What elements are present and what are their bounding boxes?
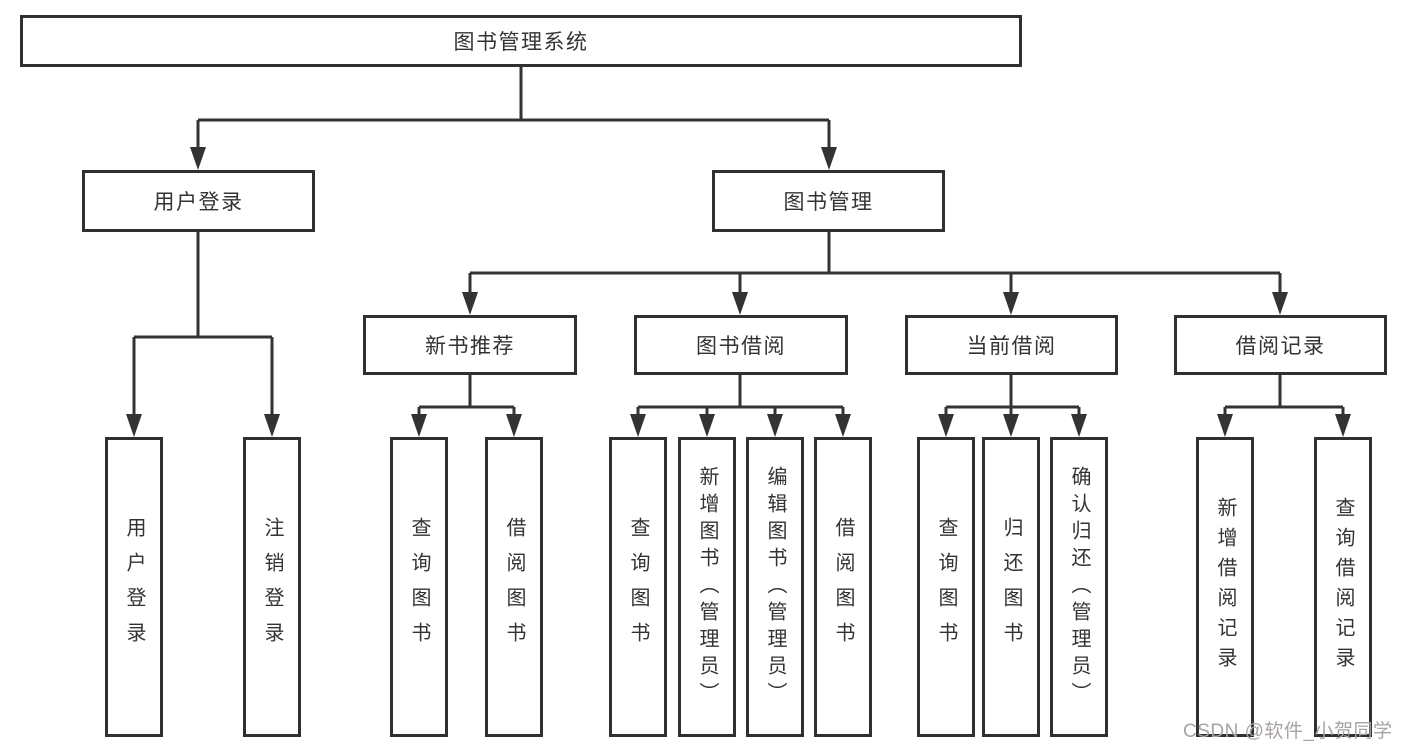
node-book-borrowing: 图书借阅 xyxy=(634,315,848,375)
node-root: 图书管理系统 xyxy=(20,15,1022,67)
leaf-records-query-borrow-record-label: 查询借阅记录 xyxy=(1332,497,1354,677)
node-borrowing-records: 借阅记录 xyxy=(1174,315,1387,375)
leaf-user-login: 用户登录 xyxy=(105,437,163,737)
leaf-records-add-borrow-record-label: 新增借阅记录 xyxy=(1214,497,1236,677)
watermark: CSDN @软件_小贺同学 xyxy=(1183,721,1393,742)
leaf-current-query-books: 查询图书 xyxy=(917,437,975,737)
leaf-newbook-query-books-label: 查询图书 xyxy=(408,517,430,657)
leaf-borrow-edit-books-admin: 编辑图书（管理员） xyxy=(746,437,804,737)
leaf-borrow-borrow-books-label: 借阅图书 xyxy=(832,517,854,657)
leaf-logout: 注销登录 xyxy=(243,437,301,737)
node-user-login: 用户登录 xyxy=(82,170,315,232)
leaf-records-add-borrow-record: 新增借阅记录 xyxy=(1196,437,1254,737)
leaf-borrow-edit-books-admin-label: 编辑图书（管理员） xyxy=(764,465,786,709)
node-current-borrowing: 当前借阅 xyxy=(905,315,1118,375)
leaf-current-confirm-return-admin: 确认归还（管理员） xyxy=(1050,437,1108,737)
leaf-borrow-add-books-admin: 新增图书（管理员） xyxy=(678,437,736,737)
leaf-borrow-add-books-admin-label: 新增图书（管理员） xyxy=(696,465,718,709)
node-book-management: 图书管理 xyxy=(712,170,945,232)
leaf-newbook-query-books: 查询图书 xyxy=(390,437,448,737)
leaf-borrow-query-books-label: 查询图书 xyxy=(627,517,649,657)
arrow-down-icons xyxy=(126,147,1351,437)
leaf-current-confirm-return-admin-label: 确认归还（管理员） xyxy=(1068,465,1090,709)
connector-lines xyxy=(132,67,1345,419)
leaf-newbook-borrow-books-label: 借阅图书 xyxy=(503,517,525,657)
node-new-book-recommendation: 新书推荐 xyxy=(363,315,577,375)
leaf-user-login-label: 用户登录 xyxy=(123,517,145,657)
leaf-current-return-books: 归还图书 xyxy=(982,437,1040,737)
leaf-current-query-books-label: 查询图书 xyxy=(935,517,957,657)
leaf-logout-label: 注销登录 xyxy=(261,517,283,657)
leaf-current-return-books-label: 归还图书 xyxy=(1000,517,1022,657)
leaf-borrow-borrow-books: 借阅图书 xyxy=(814,437,872,737)
leaf-borrow-query-books: 查询图书 xyxy=(609,437,667,737)
leaf-newbook-borrow-books: 借阅图书 xyxy=(485,437,543,737)
leaf-records-query-borrow-record: 查询借阅记录 xyxy=(1314,437,1372,737)
